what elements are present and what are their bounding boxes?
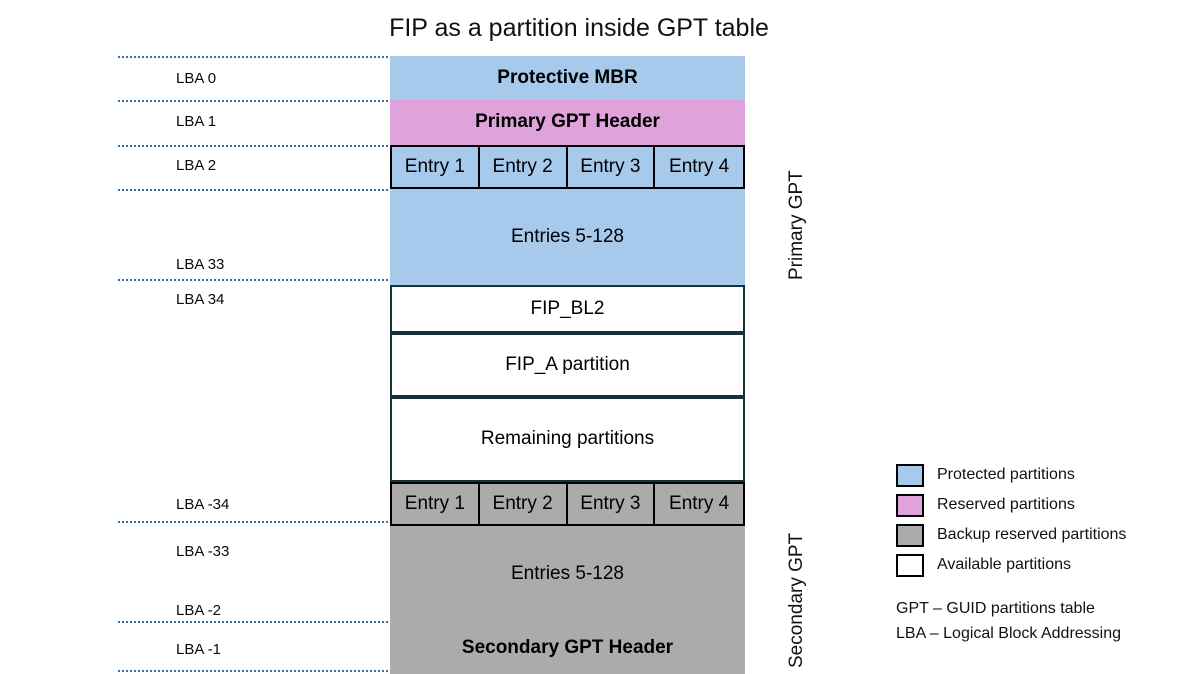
gpt-entry-cell: Entry 1 xyxy=(392,484,480,524)
lba-guide-line xyxy=(118,145,392,147)
lba-label: LBA 2 xyxy=(176,157,217,174)
lba-guide-line xyxy=(118,670,392,672)
lba-label: LBA 33 xyxy=(176,256,225,273)
gpt-band: Secondary GPT Header xyxy=(390,623,745,674)
abbreviation-line: GPT – GUID partitions table xyxy=(896,600,1095,617)
gpt-band: Entries 5-128 xyxy=(390,526,745,623)
gpt-entry-cell: Entry 4 xyxy=(655,147,743,187)
gpt-band: FIP_A partition xyxy=(390,333,745,397)
gpt-entry-cell: Entry 3 xyxy=(567,147,656,187)
gpt-section-label: Primary GPT xyxy=(786,170,807,280)
gpt-band: Entries 5-128 xyxy=(390,189,745,285)
legend-item: Reserved partitions xyxy=(896,490,1126,520)
gpt-entry-cell: Entry 2 xyxy=(479,147,568,187)
legend-item: Protected partitions xyxy=(896,460,1126,490)
lba-label: LBA -1 xyxy=(176,641,222,658)
lba-guide-line xyxy=(118,521,392,523)
legend-label: Backup reserved partitions xyxy=(937,526,1127,543)
lba-guide-line xyxy=(118,279,392,281)
gpt-band: FIP_BL2 xyxy=(390,285,745,333)
gpt-entry-cell: Entry 4 xyxy=(655,484,743,524)
legend-swatch-icon xyxy=(896,523,924,547)
legend-label: Reserved partitions xyxy=(937,496,1075,513)
lba-guide-line xyxy=(118,56,392,58)
abbreviation-line: LBA – Logical Block Addressing xyxy=(896,625,1122,642)
legend-swatch-icon xyxy=(896,553,924,577)
lba-label: LBA 1 xyxy=(176,113,217,130)
lba-label: LBA -33 xyxy=(176,543,230,560)
lba-guide-line xyxy=(118,100,392,102)
legend-label: Protected partitions xyxy=(937,466,1075,483)
legend-label: Available partitions xyxy=(937,556,1072,573)
gpt-band: Primary GPT Header xyxy=(390,100,745,145)
gpt-entry-cell: Entry 3 xyxy=(567,484,656,524)
lba-guide-line xyxy=(118,621,392,623)
legend-swatch-icon xyxy=(896,463,924,487)
gpt-entry-cell: Entry 2 xyxy=(479,484,568,524)
gpt-section-label: Secondary GPT xyxy=(786,532,807,668)
legend-item: Available partitions xyxy=(896,550,1126,580)
page-title: FIP as a partition inside GPT table xyxy=(389,14,769,42)
lba-label: LBA 0 xyxy=(176,70,217,87)
gpt-band: Protective MBR xyxy=(390,56,745,100)
gpt-band: Remaining partitions xyxy=(390,397,745,482)
lba-guide-line xyxy=(118,189,392,191)
legend-item: Backup reserved partitions xyxy=(896,520,1126,550)
lba-label: LBA 34 xyxy=(176,291,225,308)
gpt-entry-cell: Entry 1 xyxy=(392,147,480,187)
lba-label: LBA -34 xyxy=(176,496,230,513)
lba-label: LBA -2 xyxy=(176,602,222,619)
legend-swatch-icon xyxy=(896,493,924,517)
